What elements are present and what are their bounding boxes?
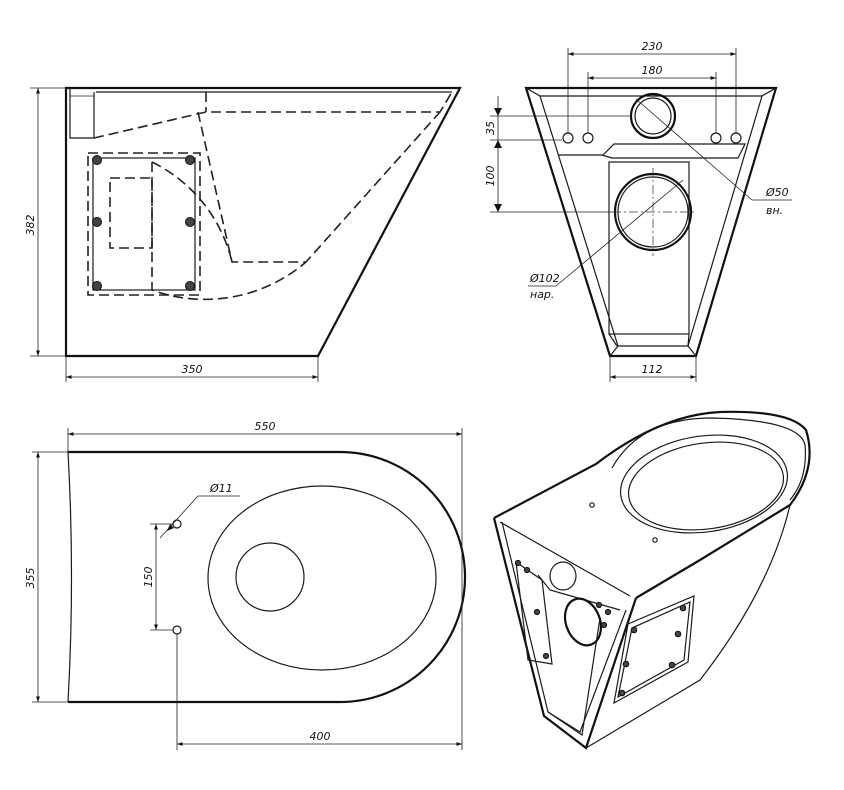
top-hole-spacing-label: 150	[142, 567, 155, 588]
outlet-note-label: нар.	[530, 288, 554, 301]
top-hole-to-front-label: 400	[310, 730, 331, 743]
top-view: 550 355 150 400 Ø11	[24, 420, 467, 750]
isometric-view	[492, 410, 811, 750]
rear-offset-100-label: 100	[484, 166, 497, 187]
side-width-label: 350	[182, 363, 203, 376]
rear-view: 230 180 35 100 112 Ø50 вн. Ø102 нар.	[484, 40, 792, 382]
side-view: 382 350	[24, 86, 462, 382]
inlet-diameter-label: Ø50	[765, 186, 789, 199]
mount-hole-diameter-label: Ø11	[209, 482, 233, 495]
rear-bottom-width-label: 112	[642, 363, 663, 376]
inlet-note-label: вн.	[766, 204, 783, 217]
top-depth-label: 355	[24, 568, 37, 589]
outlet-diameter-label: Ø102	[529, 272, 560, 285]
top-width-label: 550	[255, 420, 276, 433]
rear-top-width-label: 230	[642, 40, 663, 53]
rear-offset-35-label: 35	[484, 121, 497, 135]
side-height-label: 382	[24, 215, 37, 236]
rear-hole-spacing-label: 180	[642, 64, 663, 77]
